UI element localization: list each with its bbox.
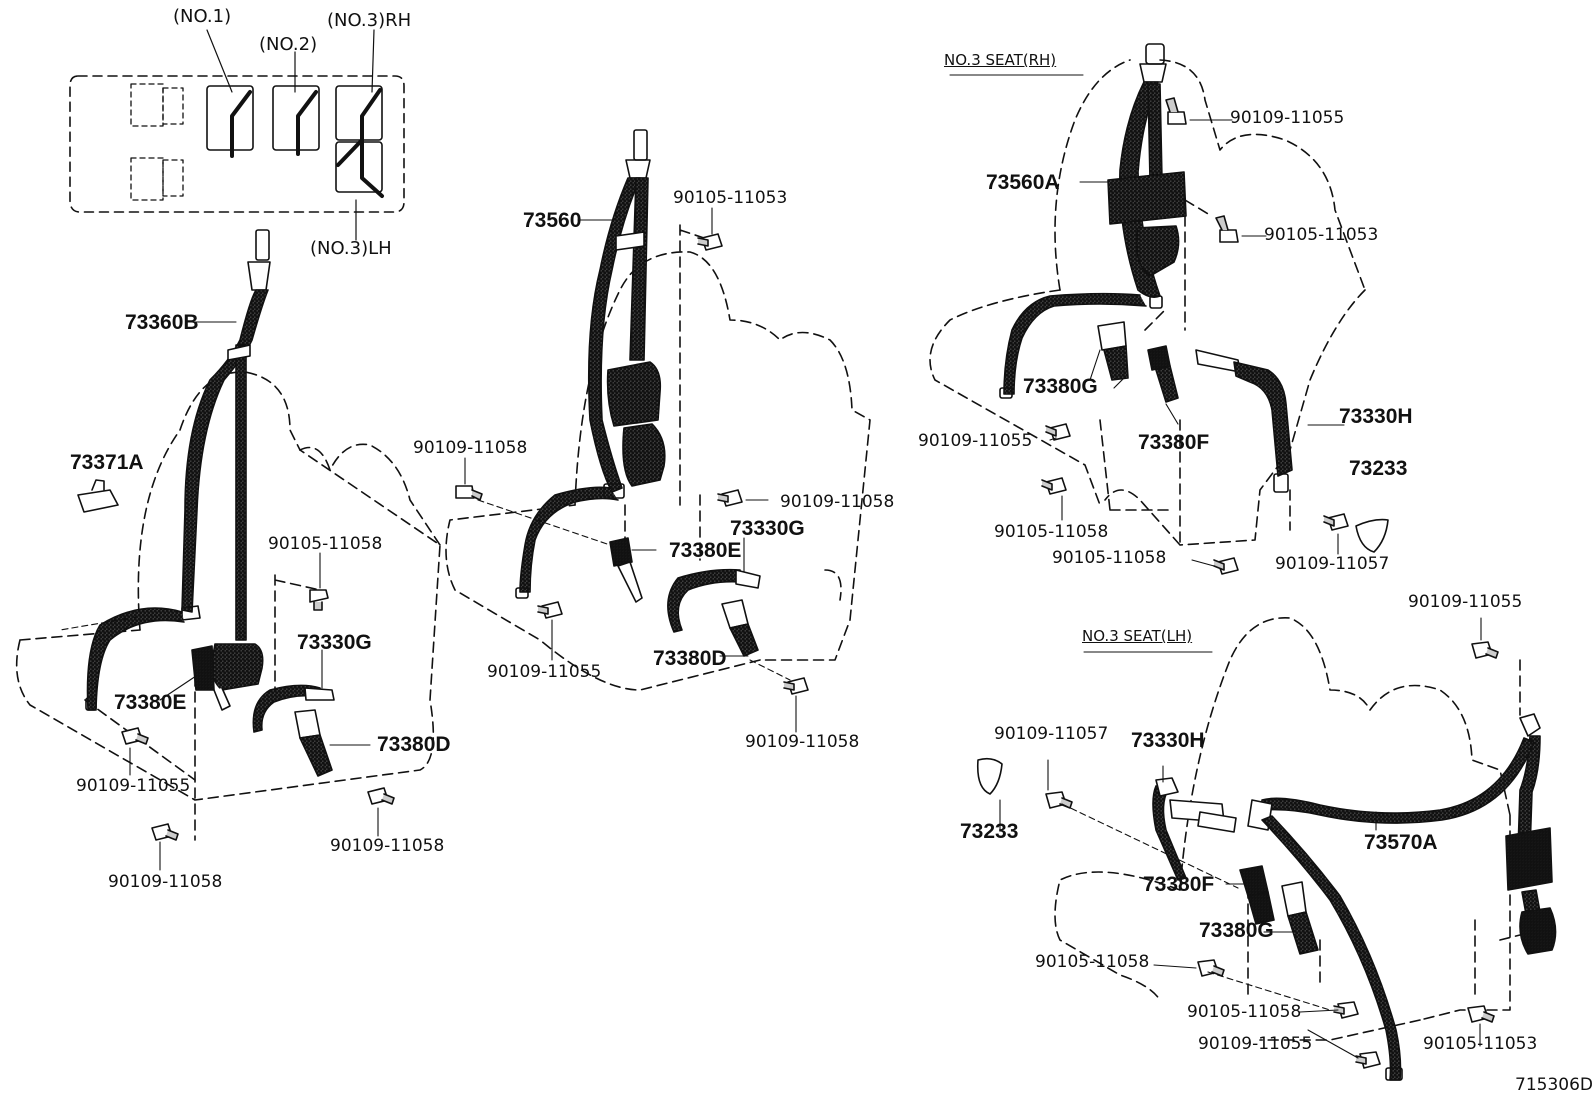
middle-bolts — [455, 233, 809, 695]
part-number-label: 73560 — [523, 209, 582, 232]
section-title-seat3-lh: NO.3 SEAT(LH) — [1082, 627, 1193, 645]
left-leader-lines — [59, 321, 379, 871]
bolt-number-label: 90105-11058 — [268, 534, 383, 554]
left-seat-outline — [15, 371, 441, 841]
rh-bolts — [1041, 97, 1349, 575]
rh-seatbelt-73560A — [999, 43, 1389, 553]
part-number-label: 73380E — [114, 691, 187, 714]
part-number-label: 73380E — [669, 539, 742, 562]
middle-seatbelt-73560 — [515, 129, 761, 657]
middle-leader-lines — [464, 207, 797, 733]
bolt-number-label: 90109-11055 — [1408, 592, 1523, 612]
left-seatbelt-73360B — [77, 229, 335, 777]
left-bolts — [121, 589, 395, 841]
bolt-number-label: 90105-11058 — [1187, 1002, 1302, 1022]
lh-leader-lines — [999, 617, 1482, 1059]
bolt-number-label: 90109-11058 — [780, 492, 895, 512]
section-title-seat3-rh: NO.3 SEAT(RH) — [944, 51, 1057, 69]
bolt-number-label: 90109-11057 — [1275, 554, 1390, 574]
part-number-label: 73380D — [653, 647, 727, 670]
bolt-number-label: 90109-11058 — [745, 732, 860, 752]
part-number-label: 73380G — [1023, 375, 1098, 398]
lh-seat-outline — [1054, 617, 1521, 1041]
bolt-number-label: 90105-11058 — [1035, 952, 1150, 972]
illustration-id: 715306D — [1515, 1075, 1592, 1095]
part-number-label: 73380F — [1138, 431, 1210, 454]
part-number-label: 73380F — [1143, 873, 1215, 896]
part-number-label: 73380G — [1199, 919, 1274, 942]
part-number-label: 73371A — [70, 451, 144, 474]
rh-seat-outline — [929, 59, 1366, 546]
position-label-no3lh: (NO.3)LH — [310, 238, 392, 259]
bolt-number-label: 90109-11055 — [1230, 108, 1345, 128]
bolt-number-label: 90105-11053 — [673, 188, 788, 208]
bolt-number-label: 90105-11058 — [994, 522, 1109, 542]
lh-seatbelt-73570A — [976, 713, 1557, 1081]
seating-position-key — [69, 29, 405, 241]
position-label-no1: (NO.1) — [173, 6, 232, 27]
bolt-number-label: 90105-11058 — [1052, 548, 1167, 568]
bolt-number-label: 90109-11057 — [994, 724, 1109, 744]
rh-leader-lines — [949, 74, 1345, 567]
part-number-label: 73233 — [960, 820, 1019, 843]
part-number-label: 73330H — [1131, 729, 1205, 752]
bolt-number-label: 90109-11058 — [108, 872, 223, 892]
bolt-number-label: 90109-11058 — [413, 438, 528, 458]
part-number-label: 73233 — [1349, 457, 1408, 480]
bolt-number-label: 90109-11058 — [330, 836, 445, 856]
part-number-label: 73330G — [730, 517, 805, 540]
part-number-label: 73360B — [125, 311, 199, 334]
position-label-no3rh: (NO.3)RH — [327, 10, 412, 31]
part-number-label: 73330G — [297, 631, 372, 654]
bolt-number-label: 90105-11053 — [1423, 1034, 1538, 1054]
bolt-number-label: 90109-11055 — [1198, 1034, 1313, 1054]
part-number-label: 73380D — [377, 733, 451, 756]
bolt-number-label: 90109-11055 — [487, 662, 602, 682]
bolt-number-label: 90109-11055 — [918, 431, 1033, 451]
part-number-label: 73330H — [1339, 405, 1413, 428]
bolt-number-label: 90109-11055 — [76, 776, 191, 796]
position-label-no2: (NO.2) — [259, 34, 318, 55]
bolt-number-label: 90105-11053 — [1264, 225, 1379, 245]
part-number-label: 73570A — [1364, 831, 1438, 854]
lh-bolts — [1045, 641, 1499, 1069]
part-number-label: 73560A — [986, 171, 1060, 194]
